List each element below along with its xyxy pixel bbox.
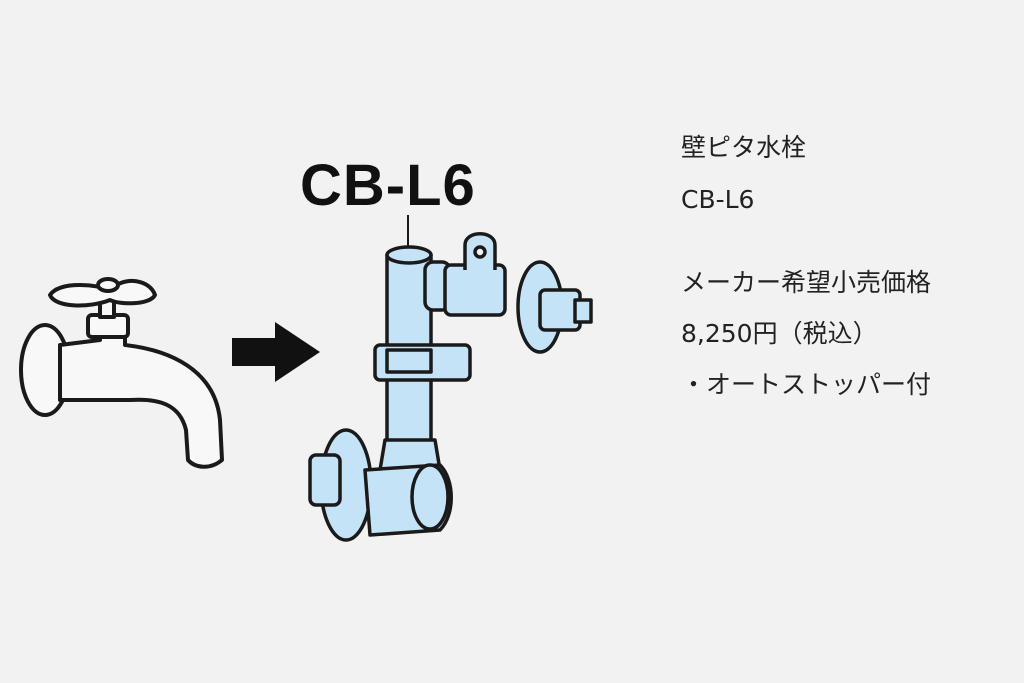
price-label: メーカー希望小売価格 xyxy=(681,268,932,297)
product-model: CB-L6 xyxy=(681,185,755,214)
price-value: 8,250円（税込） xyxy=(681,319,878,348)
valve-illustration xyxy=(308,215,593,542)
model-label: CB-L6 xyxy=(300,153,476,218)
arrow-right-icon xyxy=(232,322,320,382)
faucet-illustration xyxy=(19,277,224,469)
feature-item: ・オートストッパー付 xyxy=(681,370,932,399)
product-name: 壁ピタ水栓 xyxy=(681,133,807,162)
